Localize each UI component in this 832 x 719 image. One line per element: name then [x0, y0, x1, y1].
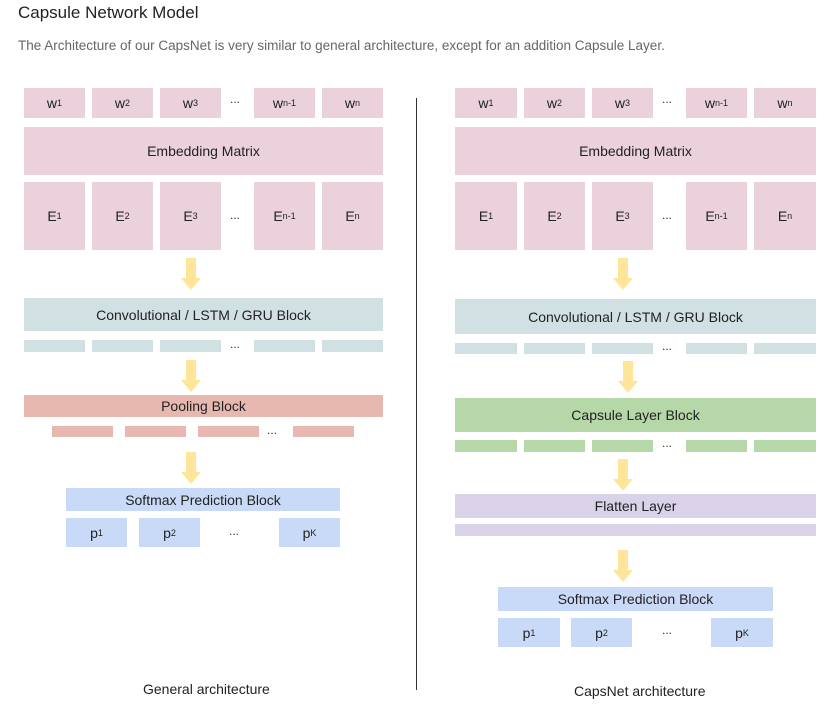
general-conv-output: [322, 340, 383, 352]
down-arrow-icon: [613, 550, 633, 582]
capsule-layer-output: [592, 440, 653, 452]
page-subtitle: The Architecture of our CapsNet is very …: [18, 38, 665, 53]
general-conv-output: [24, 340, 85, 352]
general-conv-output: [160, 340, 221, 352]
capsule-layer-output: [754, 440, 816, 452]
capsnet-conv-block: Convolutional / LSTM / GRU Block: [455, 299, 816, 334]
down-arrow-icon: [181, 258, 201, 290]
general-caption: General architecture: [143, 681, 270, 697]
ellipsis: ...: [230, 92, 241, 106]
capsule-layer-output: [524, 440, 585, 452]
ellipsis: ...: [229, 524, 240, 538]
general-pooling-block: Pooling Block: [24, 395, 383, 417]
ellipsis: ...: [662, 436, 673, 450]
flatten-layer-output: [455, 524, 816, 536]
ellipsis: ...: [662, 92, 673, 106]
column-divider: [416, 98, 417, 690]
capsule-layer-output: [455, 440, 517, 452]
capsnet-softmax-block: Softmax Prediction Block: [498, 587, 773, 611]
general-pooling-output: [198, 426, 259, 437]
capsnet-conv-output: [524, 343, 585, 354]
ellipsis: ...: [267, 423, 278, 437]
ellipsis: ...: [662, 339, 673, 353]
capsnet-conv-output: [455, 343, 517, 354]
general-pooling-output: [293, 426, 354, 437]
general-conv-output: [254, 340, 315, 352]
down-arrow-icon: [618, 361, 638, 393]
down-arrow-icon: [181, 360, 201, 392]
capsnet-embedding-matrix: Embedding Matrix: [455, 127, 816, 175]
flatten-layer-block: Flatten Layer: [455, 494, 816, 518]
ellipsis: ...: [230, 337, 241, 351]
page-title: Capsule Network Model: [18, 3, 199, 22]
general-pooling-output: [125, 426, 186, 437]
capsnet-conv-output: [754, 343, 816, 354]
general-softmax-block: Softmax Prediction Block: [66, 488, 340, 511]
capsule-layer-output: [686, 440, 747, 452]
ellipsis: ...: [662, 623, 673, 637]
general-pooling-output: [52, 426, 113, 437]
down-arrow-icon: [613, 459, 633, 491]
general-embedding-matrix: Embedding Matrix: [24, 127, 383, 175]
capsnet-conv-output: [592, 343, 653, 354]
down-arrow-icon: [613, 258, 633, 290]
ellipsis: ...: [662, 208, 673, 222]
ellipsis: ...: [230, 208, 241, 222]
down-arrow-icon: [181, 452, 201, 484]
capsnet-caption: CapsNet architecture: [574, 683, 706, 699]
general-conv-output: [92, 340, 153, 352]
capsule-layer-block: Capsule Layer Block: [455, 398, 816, 432]
general-conv-block: Convolutional / LSTM / GRU Block: [24, 298, 383, 331]
capsnet-conv-output: [686, 343, 747, 354]
